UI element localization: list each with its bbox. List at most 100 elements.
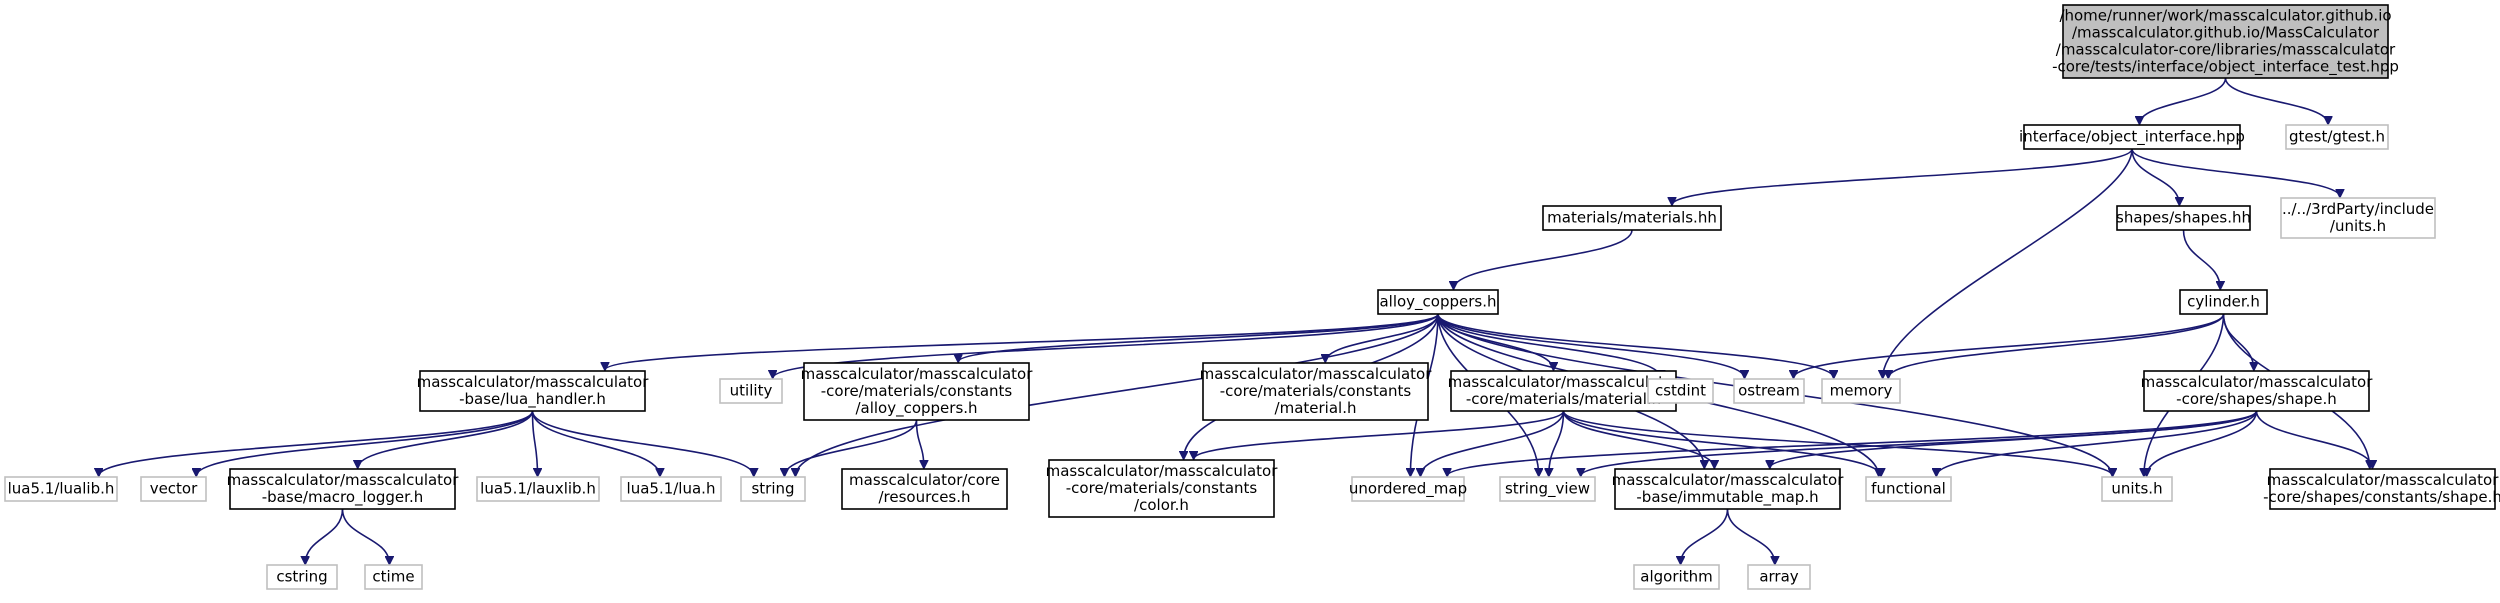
node-label-line: gtest/gtest.h	[2289, 128, 2385, 146]
node-const-material[interactable]: masscalculator/masscalculator-core/mater…	[1200, 362, 1433, 421]
node-label-line: /masscalculator.github.io/MassCalculator	[2072, 24, 2380, 42]
edge-lua_handler-to-lua_h	[531, 410, 660, 476]
node-label-line: -core/materials/material.h	[1466, 390, 1661, 408]
edge-alloy_coppers-to-const_alloy	[958, 313, 1439, 362]
node-material-h[interactable]: masscalculator/masscalculator-core/mater…	[1448, 370, 1681, 412]
edge-macro_logger-to-ctime	[341, 508, 390, 564]
node-box	[841, 468, 1008, 510]
edge-shape_h-to-unordered_map	[1447, 410, 2258, 476]
node-box	[1647, 378, 1714, 404]
node-label-line: unordered_map	[1349, 480, 1467, 499]
node-const-alloy[interactable]: masscalculator/masscalculator-core/mater…	[801, 362, 1034, 421]
node-gtest: gtest/gtest.h	[2285, 124, 2389, 150]
node-box	[1747, 564, 1811, 590]
node-string: string	[740, 476, 806, 502]
node-label-line: /units.h	[2330, 217, 2386, 235]
node-box	[719, 378, 783, 404]
node-box	[1048, 459, 1275, 518]
node-cylinder[interactable]: cylinder.h	[2179, 289, 2268, 315]
node-lualib: lua5.1/lualib.h	[4, 476, 118, 502]
node-label-line: masscalculator/masscalculator	[1448, 373, 1681, 391]
node-label-line: memory	[1830, 382, 1893, 400]
node-vector: vector	[140, 476, 207, 502]
node-box	[2179, 289, 2268, 315]
node-label-line: -core/materials/constants	[1066, 479, 1258, 497]
node-label-line: lua5.1/lualib.h	[8, 480, 115, 498]
edge-materials_hh-to-alloy_coppers	[1454, 229, 1633, 289]
node-array: array	[1747, 564, 1811, 590]
node-label-line: -base/immutable_map.h	[1636, 488, 1818, 507]
node-object-interface[interactable]: interface/object_interface.hpp	[2019, 124, 2245, 150]
edge-alloy_coppers-to-lua_handler	[605, 313, 1439, 370]
node-label-line: -base/lua_handler.h	[459, 390, 606, 409]
node-label-line: masscalculator/masscalculator	[1200, 365, 1433, 383]
node-ostream: ostream	[1733, 378, 1805, 404]
edge-immutable_map-to-array	[1726, 508, 1775, 564]
node-root[interactable]: /home/runner/work/masscalculator.github.…	[2052, 4, 2399, 79]
node-label-line: ostream	[1738, 382, 1800, 400]
node-macro-logger[interactable]: masscalculator/masscalculator-base/macro…	[227, 468, 460, 510]
node-box	[1733, 378, 1805, 404]
edge-macro_logger-to-cstring	[305, 508, 344, 564]
node-label-line: cylinder.h	[2187, 293, 2260, 311]
edge-object_interface-to-shapes_hh	[2131, 148, 2179, 205]
node-box	[1614, 468, 1841, 510]
node-label-line: /home/runner/work/masscalculator.github.…	[2059, 7, 2391, 25]
edge-shape_h-to-units_h	[2147, 410, 2258, 476]
node-box	[4, 476, 118, 502]
node-label-line: algorithm	[1640, 568, 1712, 586]
edge-cylinder-to-shape_h	[2222, 313, 2254, 370]
edge-lua_handler-to-macro_logger	[358, 410, 534, 468]
node-box	[1351, 476, 1465, 502]
edge-object_interface-to-memory	[1883, 148, 2133, 378]
node-label-line: materials/materials.hh	[1547, 209, 1717, 227]
node-label-line: ctime	[372, 568, 414, 586]
node-label-line: masscalculator/masscalculator	[2141, 373, 2374, 391]
node-shapes-hh[interactable]: shapes/shapes.hh	[2116, 205, 2251, 231]
node-const-shape[interactable]: masscalculator/masscalculator-core/shape…	[2263, 468, 2500, 510]
node-lua-handler[interactable]: masscalculator/masscalculator-base/lua_h…	[417, 370, 650, 412]
edge-alloy_coppers-to-cstdint	[1437, 313, 1661, 378]
node-label-line: -core/shapes/shape.h	[2176, 390, 2337, 408]
edge-cylinder-to-memory	[1888, 313, 2225, 378]
edge-shape_h-to-immutable_map	[1770, 410, 2258, 468]
edge-material_h-to-functional	[1562, 410, 1881, 476]
node-label-line: string_view	[1505, 480, 1590, 499]
node-cstring: cstring	[266, 564, 338, 590]
node-box	[1542, 205, 1722, 231]
node-label-line: -base/macro_logger.h	[262, 488, 423, 507]
node-box	[419, 370, 646, 412]
edge-lua_handler-to-lualib	[99, 410, 534, 476]
edge-lua_handler-to-string	[531, 410, 754, 476]
node-box	[2062, 4, 2389, 79]
node-color[interactable]: masscalculator/masscalculator-core/mater…	[1046, 459, 1279, 518]
node-label-line: lua5.1/lauxlib.h	[480, 480, 596, 498]
node-shape-h[interactable]: masscalculator/masscalculator-core/shape…	[2141, 370, 2374, 412]
node-box	[2101, 476, 2173, 502]
node-label-line: cstdint	[1655, 382, 1706, 400]
edge-material_h-to-immutable_map	[1562, 410, 1715, 468]
node-label-line: units.h	[2111, 480, 2162, 498]
node-label-line: -core/materials/constants	[821, 382, 1013, 400]
node-immutable-map[interactable]: masscalculator/masscalculator-base/immut…	[1612, 468, 1845, 510]
edge-object_interface-to-units_3rd	[2131, 148, 2340, 197]
node-box	[740, 476, 806, 502]
node-label-line: vector	[150, 480, 198, 498]
node-label-line: -core/shapes/constants/shape.h	[2263, 488, 2500, 506]
node-label-line: /color.h	[1134, 496, 1189, 514]
edge-cylinder-to-ostream	[1794, 313, 2225, 378]
node-label-line: lua5.1/lua.h	[627, 480, 716, 498]
node-units-3rd: ../../3rdParty/include/units.h	[2280, 197, 2436, 239]
node-lauxlib: lua5.1/lauxlib.h	[476, 476, 600, 502]
node-label-line: shapes/shapes.hh	[2116, 209, 2251, 227]
edge-shape_h-to-functional	[1936, 410, 2258, 476]
node-box	[2143, 370, 2370, 412]
node-materials-hh[interactable]: materials/materials.hh	[1542, 205, 1722, 231]
node-lua-h: lua5.1/lua.h	[620, 476, 722, 502]
node-box	[266, 564, 338, 590]
node-box	[1633, 564, 1720, 590]
node-resources[interactable]: masscalculator/core/resources.h	[841, 468, 1008, 510]
node-label-line: masscalculator/core	[849, 471, 1000, 489]
node-alloy-coppers[interactable]: alloy_coppers.h	[1377, 289, 1499, 315]
node-label-line: array	[1759, 568, 1798, 586]
